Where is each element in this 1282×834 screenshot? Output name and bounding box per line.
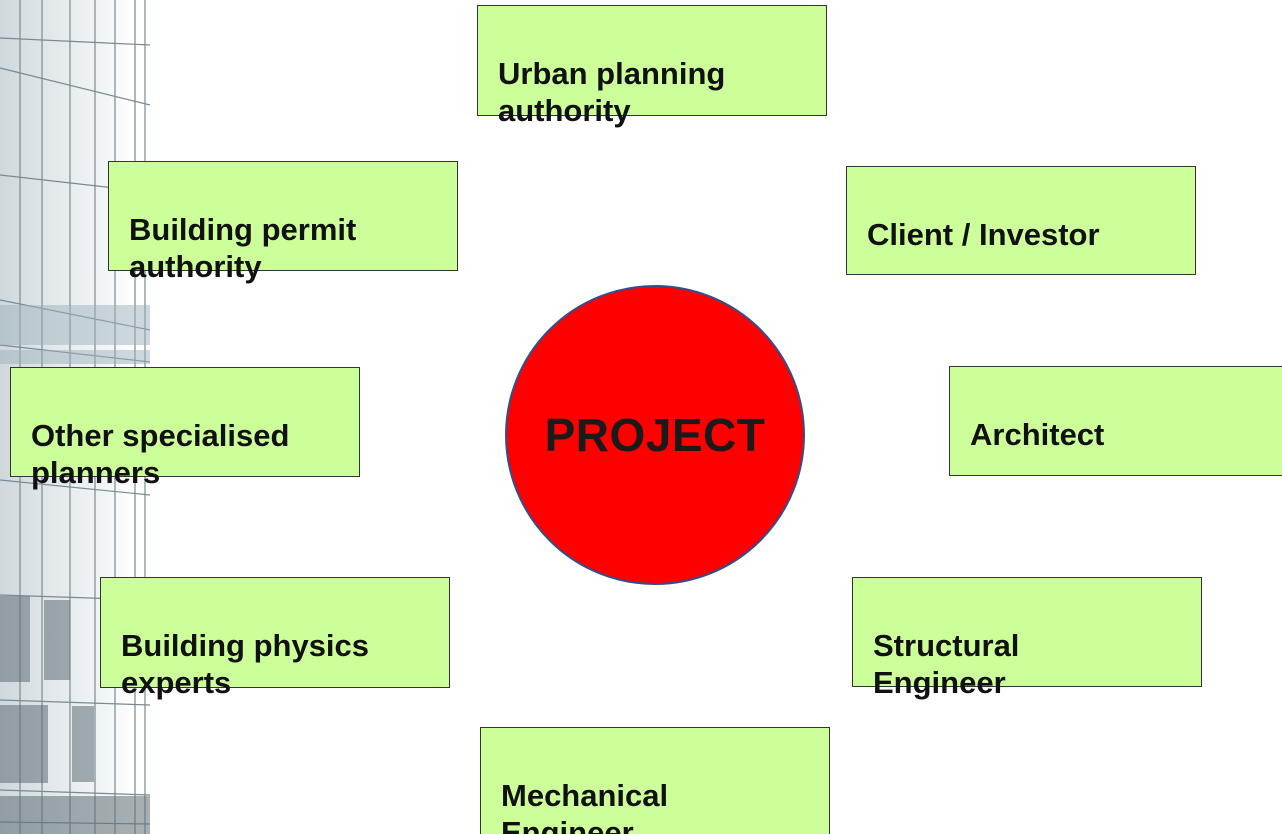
project-label: PROJECT bbox=[544, 409, 766, 461]
stakeholder-label: Building physics experts bbox=[121, 628, 370, 700]
project-center-circle: PROJECT bbox=[505, 285, 805, 585]
stakeholder-architect: Architect bbox=[949, 366, 1282, 476]
stakeholder-label: Mechanical Engineer bbox=[501, 778, 669, 834]
stakeholder-urban-planning-authority: Urban planning authority bbox=[477, 5, 827, 128]
stakeholder-other-specialised-planners: Other specialised planners bbox=[10, 367, 360, 490]
stakeholder-building-permit-authority: Building permit authority bbox=[108, 161, 458, 284]
stakeholder-label: Client / Investor bbox=[867, 217, 1100, 252]
stakeholder-structural-engineer: Structural Engineer bbox=[852, 577, 1202, 700]
stakeholder-client-investor: Client / Investor bbox=[846, 166, 1196, 275]
stakeholder-label: Structural Engineer bbox=[873, 628, 1020, 700]
stakeholder-label: Building permit authority bbox=[129, 212, 357, 284]
stakeholder-building-physics-experts: Building physics experts bbox=[100, 577, 450, 700]
stakeholder-label: Urban planning authority bbox=[498, 56, 726, 128]
stakeholder-mechanical-engineer: Mechanical Engineer bbox=[480, 727, 830, 834]
stakeholder-label: Architect bbox=[970, 417, 1105, 452]
stakeholder-label: Other specialised planners bbox=[31, 418, 290, 490]
